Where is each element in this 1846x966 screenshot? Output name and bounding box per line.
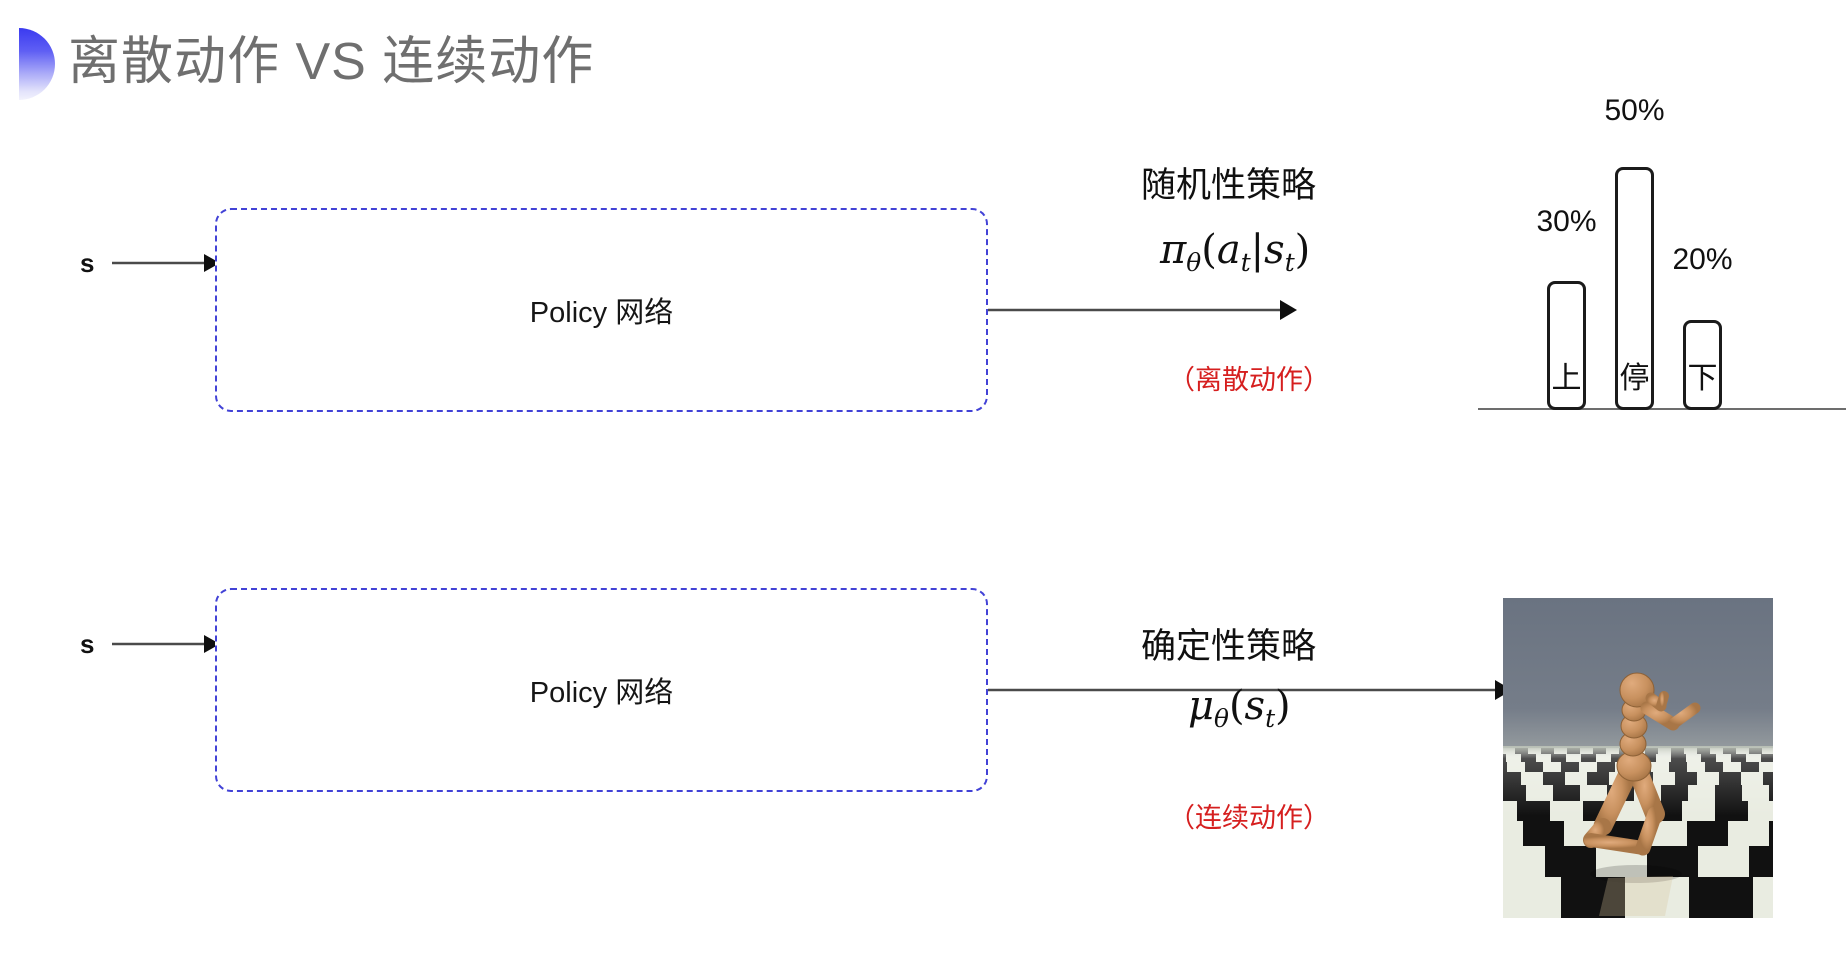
output-arrow-discrete (988, 300, 1297, 320)
policy-kind-stochastic: 随机性策略 (1141, 166, 1317, 205)
input-arrow-discrete (112, 254, 220, 272)
bar-value-down: 20% (1672, 243, 1733, 276)
formula-mu: μ (1188, 683, 1214, 729)
formula-deterministic-policy: μθ(st) (1188, 683, 1291, 733)
formula-paren-close: ) (1294, 227, 1311, 273)
policy-network-label-discrete: Policy 网络 (529, 297, 674, 329)
humanoid-figure (1583, 672, 1701, 856)
bar-value-stop: 50% (1604, 94, 1665, 127)
bar-category-down: 下 (1687, 362, 1718, 395)
state-label-continuous: s (80, 629, 95, 659)
formula-theta-2: θ (1214, 703, 1229, 733)
state-label-discrete: s (80, 248, 95, 278)
action-note-discrete: （离散动作） (1168, 365, 1330, 395)
action-note-continuous: （连续动作） (1168, 803, 1330, 833)
bar-stop (1615, 167, 1654, 410)
policy-network-label-continuous: Policy 网络 (529, 677, 674, 709)
bar-up (1547, 281, 1586, 410)
formula-s-sub-t-2: t (1265, 703, 1276, 733)
bar-category-up: 上 (1551, 362, 1582, 395)
humanoid-render-svg (1503, 598, 1773, 918)
formula-paren-close-2: ) (1275, 683, 1291, 729)
formula-s-2: s (1244, 683, 1266, 729)
policy-network-box-continuous[interactable]: Policy 网络 (215, 588, 988, 792)
policy-network-box-discrete[interactable]: Policy 网络 (215, 208, 988, 412)
bar-value-up: 30% (1536, 205, 1597, 238)
policy-kind-deterministic: 确定性策略 (1141, 627, 1317, 666)
formula-pipe: | (1250, 227, 1265, 273)
formula-stochastic-policy: πθ(at|st) (1160, 227, 1310, 277)
formula-theta: θ (1186, 247, 1202, 277)
formula-paren-open: ( (1201, 227, 1217, 273)
chart-baseline-axis (1478, 408, 1846, 410)
page-title: 离散动作 VS 连续动作 (68, 33, 595, 91)
title-accent-shape (19, 28, 55, 100)
input-arrow-continuous (112, 635, 220, 653)
humanoid-environment-render (1503, 598, 1773, 918)
formula-a-sub-t: t (1240, 247, 1251, 277)
bar-down (1683, 320, 1722, 410)
action-probability-chart: 30% 上 50% 停 20% 下 (1478, 94, 1846, 425)
bar-category-stop: 停 (1619, 362, 1650, 395)
formula-a: a (1216, 227, 1241, 273)
formula-s: s (1264, 227, 1285, 273)
formula-pi: π (1160, 227, 1187, 273)
formula-paren-open-2: ( (1228, 683, 1245, 729)
formula-s-sub-t: t (1284, 247, 1295, 277)
